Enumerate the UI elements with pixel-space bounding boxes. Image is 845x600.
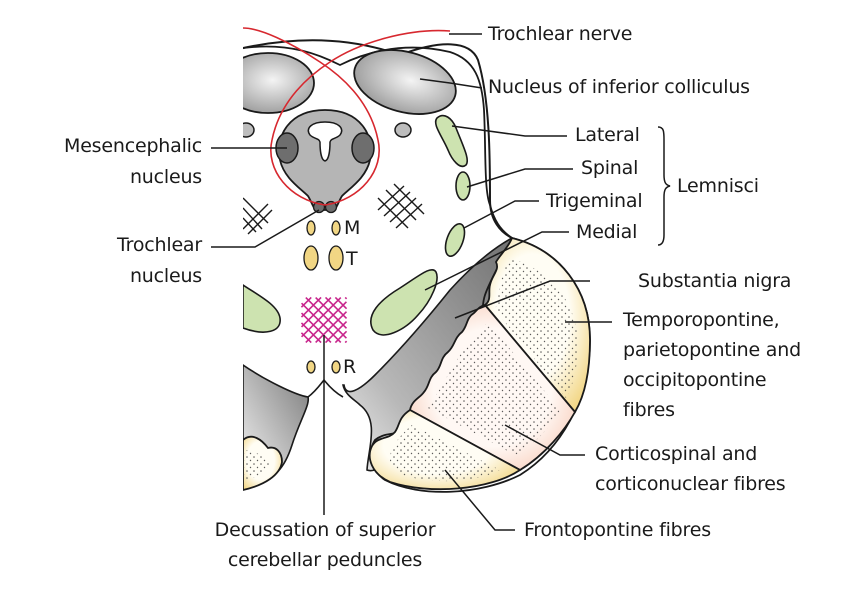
trigeminal-lemniscus: [444, 222, 466, 258]
nucleus-m-left: [306, 220, 316, 236]
medial-lemniscus-left: [243, 284, 281, 333]
tectum-outline: [243, 45, 513, 239]
medial-lemniscus-right: [370, 268, 438, 336]
label-mesencephalic-line2: nucleus: [129, 166, 202, 188]
nucleus-r-right: [331, 360, 341, 374]
lateral-lemniscus: [434, 114, 469, 168]
label-mesencephalic-nucleus: Mesencephalic nucleus: [64, 134, 202, 190]
label-lateral-lemniscus: Lateral: [575, 124, 640, 146]
decussation-hatch-line: [301, 302, 342, 343]
decussation-hatch-line: [334, 330, 348, 344]
decussation-hatch-line: [305, 297, 347, 339]
label-trochlear-nucleus-line1: Trochlear: [117, 234, 202, 256]
label-trigeminal-lemniscus: Trigeminal: [546, 190, 643, 212]
inferior-colliculus-left: [243, 52, 315, 114]
interpeduncular-fossa: [307, 378, 344, 398]
leader-lateral: [451, 125, 567, 137]
label-spinal-lemniscus: Spinal: [581, 157, 639, 179]
marker-t: T: [346, 248, 358, 270]
label-temporopontine-fibres: Temporopontine, parietopontine and occip…: [623, 308, 801, 423]
label-temporopontine-line4: fibres: [623, 399, 675, 421]
decussation-hatch-line: [305, 301, 347, 343]
label-temporopontine-line2: parietopontine and: [623, 339, 801, 361]
nucleus-m-right: [331, 220, 341, 236]
left-crus-stipple: [243, 450, 270, 480]
lemnisci-brace: [657, 126, 671, 246]
leader-frontopontine: [444, 469, 515, 531]
marker-r: R: [343, 356, 357, 378]
label-trochlear-nucleus-line2: nucleus: [129, 265, 202, 287]
decussation-hatch-line: [315, 296, 348, 329]
decussation-hatch-line: [344, 296, 348, 300]
decussation-hatch-line: [315, 311, 348, 344]
label-corticospinal-fibres: Corticospinal and corticonuclear fibres: [595, 442, 786, 497]
leader-medial: [424, 231, 569, 291]
label-corticospinal-line2: corticonuclear fibres: [595, 473, 786, 495]
midbrain-outline: [243, 39, 513, 239]
trochlear-nerve-path: [270, 29, 451, 206]
temporopontine-stipple: [495, 258, 578, 398]
label-medial-lemniscus: Medial: [576, 221, 638, 243]
leader-substantia-nigra: [454, 280, 590, 319]
nucleus-t-right: [328, 245, 344, 271]
leader-corticospinal: [504, 424, 585, 456]
corticospinal-stipple: [428, 322, 560, 455]
label-substantia-nigra: Substantia nigra: [638, 270, 792, 292]
decussation-hatch-line: [300, 296, 332, 328]
reticular-hatch-left: [243, 197, 273, 235]
reticular-hatch-right: [377, 183, 425, 229]
nucleus-t-left: [303, 245, 319, 271]
label-temporopontine-line3: occipitopontine: [623, 369, 767, 391]
nucleus-r-left: [306, 360, 316, 374]
label-decussation: Decussation of superior cerebellar pedun…: [194, 518, 456, 573]
marker-m: M: [344, 217, 361, 239]
decussation-hatch-line: [334, 296, 348, 310]
label-lemnisci-group: Lemnisci: [677, 175, 759, 197]
inferior-colliculus-right: [353, 49, 457, 115]
leader-lines: [211, 33, 671, 531]
decussation-hatch: [300, 296, 348, 344]
decussation-hatch-line: [300, 312, 332, 344]
frontopontine-stipple: [389, 425, 500, 482]
trochlear-nerve-path-2: [243, 27, 380, 206]
decussation-hatch-line: [301, 297, 342, 338]
label-trochlear-nerve: Trochlear nerve: [488, 23, 633, 45]
label-temporopontine-line1: Temporopontine,: [623, 309, 780, 331]
decussation-hatch-line: [324, 320, 348, 344]
small-grey-nucleus-right: [394, 122, 412, 138]
label-corticospinal-line1: Corticospinal and: [595, 443, 758, 465]
leader-spinal: [466, 168, 573, 188]
label-mesencephalic-line1: Mesencephalic: [64, 135, 202, 157]
decussation-hatch-line: [344, 340, 348, 344]
leader-trigeminal: [463, 200, 539, 229]
decussation-hatch-line: [324, 296, 348, 320]
cerebral-aqueduct: [307, 121, 343, 162]
label-nucleus-inferior-colliculus: Nucleus of inferior colliculus: [488, 76, 750, 98]
label-trochlear-nucleus: Trochlear nucleus: [117, 233, 202, 289]
mesencephalic-nucleus-right: [351, 132, 375, 164]
label-decussation-line1: Decussation of superior: [214, 519, 436, 541]
small-grey-nucleus-left: [243, 122, 255, 138]
label-frontopontine-fibres: Frontopontine fibres: [524, 519, 711, 541]
label-decussation-line2: cerebellar peduncles: [227, 549, 423, 571]
leader-trochlear-nucleus: [211, 209, 320, 248]
leader-inferior-colliculus: [419, 78, 483, 89]
